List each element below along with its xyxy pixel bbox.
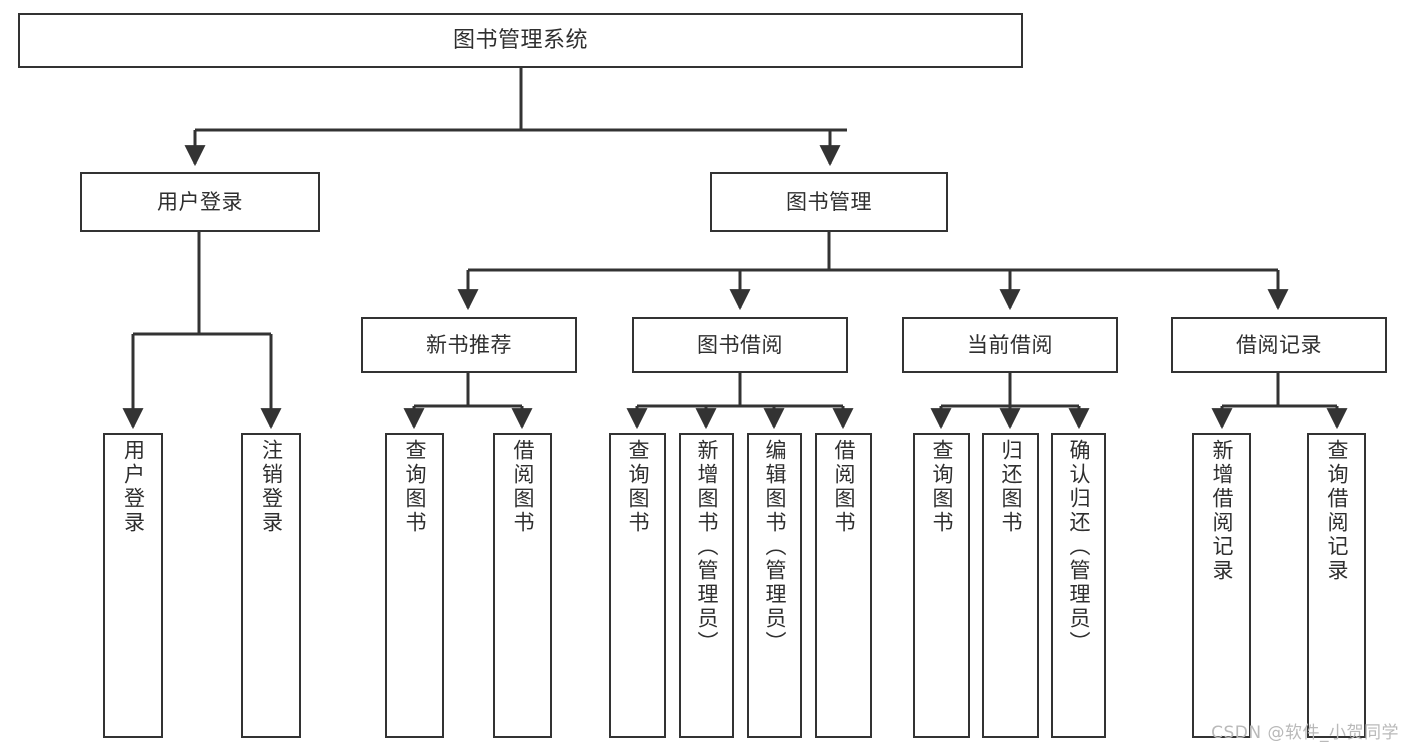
node-root-system[interactable]: 图书管理系统 — [18, 13, 1023, 68]
leaf-book-borrow-add[interactable]: 新增图书（管理员） — [679, 433, 734, 738]
node-label: 查询图书 — [626, 439, 650, 535]
node-label: 用户登录 — [157, 189, 243, 214]
node-label: 编辑图书（管理员） — [763, 439, 787, 655]
node-label: 图书管理系统 — [452, 27, 588, 53]
leaf-new-book-query[interactable]: 查询图书 — [385, 433, 444, 738]
node-label: 新书推荐 — [426, 332, 512, 357]
node-label: 查询图书 — [930, 439, 954, 535]
leaf-book-borrow-borrow[interactable]: 借阅图书 — [815, 433, 872, 738]
node-label: 借阅记录 — [1236, 332, 1322, 357]
leaf-user-login-logout[interactable]: 注销登录 — [241, 433, 301, 738]
watermark-text: CSDN @软件_小贺同学 — [1211, 723, 1399, 743]
node-book-management[interactable]: 图书管理 — [710, 172, 948, 232]
node-label: 归还图书 — [999, 439, 1023, 535]
leaf-borrow-record-query[interactable]: 查询借阅记录 — [1307, 433, 1366, 738]
node-label: 新增借阅记录 — [1210, 439, 1234, 583]
leaf-borrow-record-add[interactable]: 新增借阅记录 — [1192, 433, 1251, 738]
leaf-user-login-login[interactable]: 用户登录 — [103, 433, 163, 738]
node-label: 查询图书 — [403, 439, 427, 535]
node-label: 借阅图书 — [832, 439, 856, 535]
node-label: 借阅图书 — [511, 439, 535, 535]
node-user-login[interactable]: 用户登录 — [80, 172, 320, 232]
leaf-book-borrow-query[interactable]: 查询图书 — [609, 433, 666, 738]
node-borrow-record[interactable]: 借阅记录 — [1171, 317, 1387, 373]
node-label: 新增图书（管理员） — [695, 439, 719, 655]
leaf-current-borrow-confirm-return[interactable]: 确认归还（管理员） — [1051, 433, 1106, 738]
node-label: 用户登录 — [121, 439, 146, 535]
node-label: 图书借阅 — [697, 332, 783, 357]
node-label: 查询借阅记录 — [1325, 439, 1349, 583]
leaf-new-book-borrow[interactable]: 借阅图书 — [493, 433, 552, 738]
node-label: 确认归还（管理员） — [1067, 439, 1091, 655]
leaf-current-borrow-return[interactable]: 归还图书 — [982, 433, 1039, 738]
node-current-borrow[interactable]: 当前借阅 — [902, 317, 1118, 373]
node-book-borrow[interactable]: 图书借阅 — [632, 317, 848, 373]
node-new-book-recommend[interactable]: 新书推荐 — [361, 317, 577, 373]
node-label: 注销登录 — [259, 439, 284, 535]
node-label: 当前借阅 — [967, 332, 1053, 357]
leaf-current-borrow-query[interactable]: 查询图书 — [913, 433, 970, 738]
leaf-book-borrow-edit[interactable]: 编辑图书（管理员） — [747, 433, 802, 738]
node-label: 图书管理 — [786, 189, 872, 214]
